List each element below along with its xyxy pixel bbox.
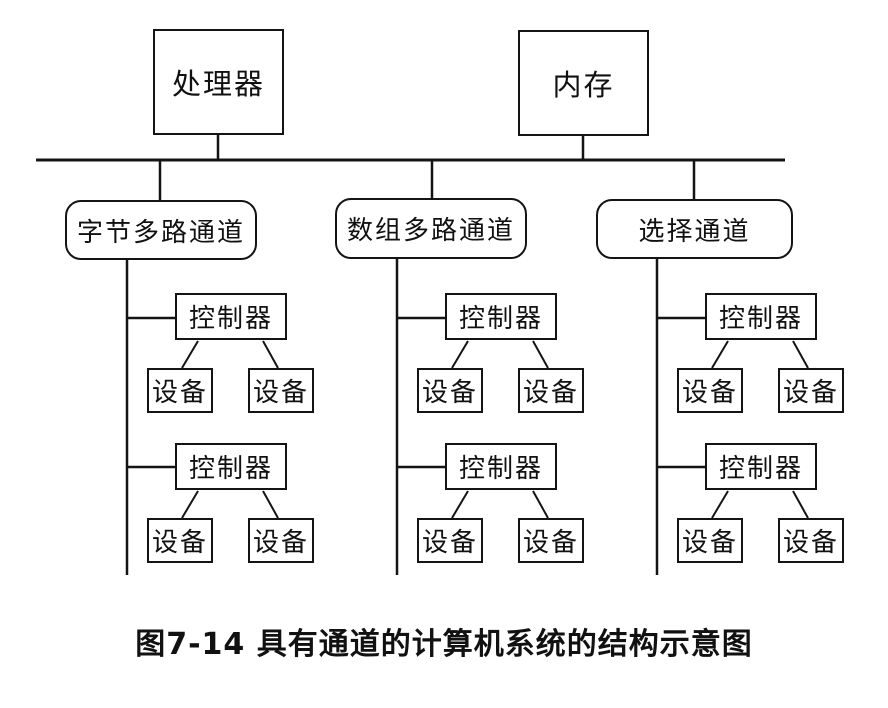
memory-box: 内存 [518,30,649,136]
device-branch-line [181,340,199,369]
device-box: 设备 [417,518,483,563]
device-box: 设备 [778,368,844,413]
device-branch-line [451,340,469,369]
byte-multiplexer-channel-box: 字节多路通道 [65,200,257,260]
controller-box: 控制器 [705,443,817,490]
device-branch-line [711,490,729,519]
device-branch-line [451,490,469,519]
device-branch-line [532,490,549,519]
controller-box: 控制器 [705,293,817,340]
device-box: 设备 [248,368,314,413]
device-box: 设备 [518,368,584,413]
device-branch-line [181,490,199,519]
device-box: 设备 [147,368,213,413]
device-branch-line [792,340,809,369]
controller-box: 控制器 [445,293,557,340]
block-multiplexer-channel-box: 数组多路通道 [335,198,527,259]
controller-box: 控制器 [175,293,287,340]
device-branch-line [262,340,279,369]
device-branch-line [532,340,549,369]
device-branch-line [262,490,279,519]
device-box: 设备 [518,518,584,563]
processor-box: 处理器 [153,29,284,135]
device-box: 设备 [778,518,844,563]
device-box: 设备 [417,368,483,413]
device-box: 设备 [677,518,743,563]
selector-channel-box: 选择通道 [596,199,793,259]
device-box: 设备 [677,368,743,413]
device-box: 设备 [147,518,213,563]
device-branch-line [792,490,809,519]
controller-box: 控制器 [445,443,557,490]
device-branch-line [711,340,729,369]
controller-box: 控制器 [175,443,287,490]
figure-caption: 图7-14 具有通道的计算机系统的结构示意图 [135,627,753,662]
device-box: 设备 [248,518,314,563]
